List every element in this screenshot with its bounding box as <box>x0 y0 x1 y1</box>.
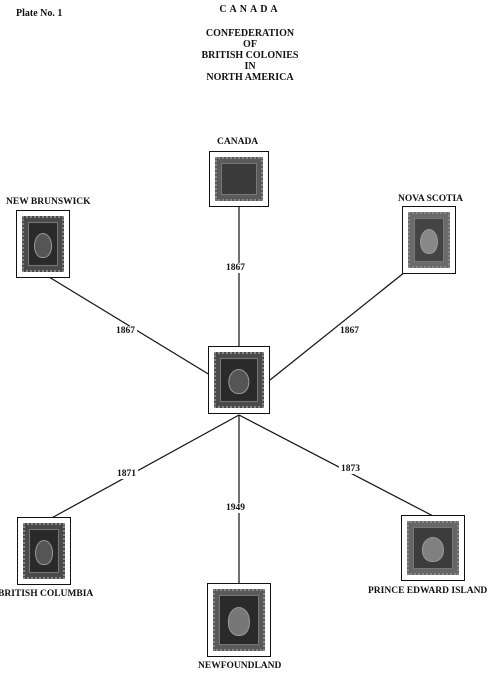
stamp-nova-scotia-icon <box>408 212 450 268</box>
subtitle-line: CONFEDERATION <box>205 28 295 39</box>
plate-number: Plate No. 1 <box>16 8 63 19</box>
stamp-new-brunswick-icon <box>22 216 64 272</box>
page-title: CANADA <box>219 4 281 15</box>
colony-label-nova-scotia: NOVA SCOTIA <box>398 194 464 204</box>
stamp-prince-edward-island-icon <box>407 521 459 575</box>
colony-label-canada: CANADA <box>217 137 259 147</box>
subtitle-line: BRITISH COLONIES <box>201 50 299 61</box>
connector-british-columbia <box>47 414 240 521</box>
stamp-frame-british-columbia <box>17 517 71 585</box>
subtitle-line: OF <box>243 39 257 50</box>
stamp-frame-newfoundland <box>207 583 271 657</box>
stamp-frame-new-brunswick <box>16 210 70 278</box>
year-label-newfoundland: 1949 <box>224 503 247 513</box>
subtitle-line: IN <box>244 61 256 72</box>
stamp-british-columbia-icon <box>23 523 65 579</box>
stamp-canada-beaver-icon <box>215 157 263 201</box>
colony-label-new-brunswick: NEW BRUNSWICK <box>6 197 91 207</box>
year-label-british-columbia: 1871 <box>115 469 138 479</box>
stamp-frame-canada <box>209 151 269 207</box>
colony-label-prince-edward-island: PRINCE EDWARD ISLAND <box>368 586 488 596</box>
year-label-canada: 1867 <box>224 263 247 273</box>
connector-prince-edward-island <box>238 414 436 518</box>
subtitle-line: NORTH AMERICA <box>206 72 294 83</box>
connector-nova-scotia <box>269 271 406 381</box>
page-subtitle: CONFEDERATION OF BRITISH COLONIES IN NOR… <box>150 28 350 83</box>
colony-label-british-columbia: BRITISH COLUMBIA <box>0 589 94 599</box>
colony-label-newfoundland: NEWFOUNDLAND <box>198 661 282 671</box>
stamp-newfoundland-icon <box>213 589 265 651</box>
stamp-canada-confederation-icon <box>214 352 264 408</box>
stamp-frame-nova-scotia <box>402 206 456 274</box>
center-stamp-frame <box>208 346 270 414</box>
year-label-new-brunswick: 1867 <box>114 326 137 336</box>
stamp-frame-prince-edward-island <box>401 515 465 581</box>
year-label-prince-edward-island: 1873 <box>339 464 362 474</box>
year-label-nova-scotia: 1867 <box>338 326 361 336</box>
